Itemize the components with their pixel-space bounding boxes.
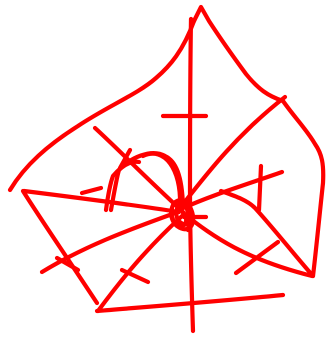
bottom-left-radial — [98, 216, 182, 311]
bottom-right-short-mark — [236, 242, 278, 273]
outer-left-top-curve — [10, 21, 194, 190]
right-short-mark — [259, 166, 261, 210]
upper-right-radial — [180, 97, 285, 208]
top-apex-stroke — [194, 7, 283, 101]
left-short-mark — [82, 188, 101, 193]
left-long-radial — [24, 191, 179, 212]
vertical-axis — [190, 19, 193, 331]
sketch-strokes — [10, 7, 323, 331]
